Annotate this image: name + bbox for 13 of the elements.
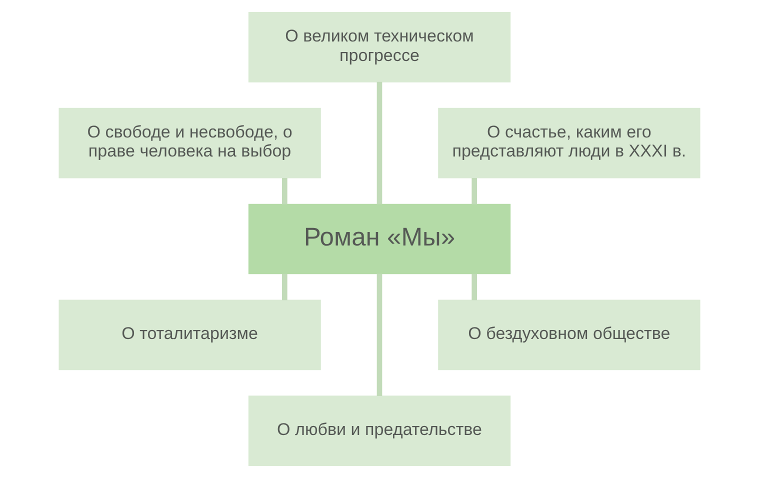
node-box: О любви и предательстве bbox=[248, 396, 510, 466]
connector bbox=[471, 178, 477, 204]
node-box: О великом техническом прогрессе bbox=[248, 12, 510, 82]
node-box: О бездуховном обществе bbox=[438, 300, 700, 370]
connector bbox=[376, 82, 382, 204]
connector bbox=[281, 178, 287, 204]
node-box: Роман «Мы» bbox=[248, 204, 510, 274]
connector bbox=[281, 274, 287, 300]
node-box: О счастье, каким его представляют люди в XXXI в. bbox=[438, 108, 700, 178]
node-box: О свободе и несвободе, о праве человека на выбор bbox=[58, 108, 320, 178]
connector bbox=[376, 274, 382, 396]
node-box: О тоталитаризме bbox=[58, 300, 320, 370]
connector bbox=[471, 274, 477, 300]
